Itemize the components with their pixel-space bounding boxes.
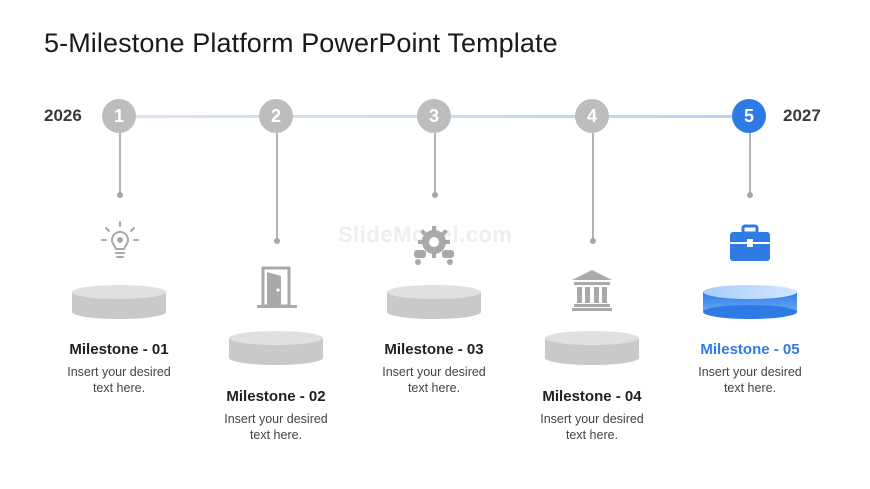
milestone-2-title: Milestone - 02 <box>226 388 326 405</box>
open-door-icon <box>257 266 297 308</box>
milestone-1-stem <box>119 133 121 194</box>
milestone-5-number: 5 <box>732 99 766 133</box>
milestone-5-platform <box>703 285 797 319</box>
milestone-3-platform <box>387 285 481 319</box>
briefcase-icon <box>730 224 770 261</box>
teamwork-gear-icon <box>414 226 454 265</box>
milestone-2-stem <box>276 133 278 240</box>
milestone-2-stem-dot <box>274 238 280 244</box>
milestone-4-number: 4 <box>575 99 609 133</box>
bank-building-icon <box>572 270 612 311</box>
milestone-4-platform <box>545 331 639 365</box>
milestone-5-stem <box>749 133 751 194</box>
milestone-1-platform <box>72 285 166 319</box>
milestone-3-title: Milestone - 03 <box>384 341 484 358</box>
milestone-5-title: Milestone - 05 <box>700 341 800 358</box>
year-end-label: 2027 <box>783 106 821 125</box>
milestone-1-title: Milestone - 01 <box>69 341 169 358</box>
lightbulb-gear-icon <box>101 221 139 258</box>
milestone-4-stem <box>592 133 594 240</box>
milestone-1-stem-dot <box>117 192 123 198</box>
year-start-label: 2026 <box>44 106 82 125</box>
milestone-4-title: Milestone - 04 <box>542 388 642 405</box>
milestone-4-stem-dot <box>590 238 596 244</box>
milestone-2-number: 2 <box>259 99 293 133</box>
milestone-2-platform <box>229 331 323 365</box>
milestone-1-number: 1 <box>102 99 136 133</box>
slide-title: 5-Milestone Platform PowerPoint Template <box>44 28 558 58</box>
milestone-3-stem-dot <box>432 192 438 198</box>
milestone-5-stem-dot <box>747 192 753 198</box>
milestone-3-stem <box>434 133 436 194</box>
milestone-3-number: 3 <box>417 99 451 133</box>
